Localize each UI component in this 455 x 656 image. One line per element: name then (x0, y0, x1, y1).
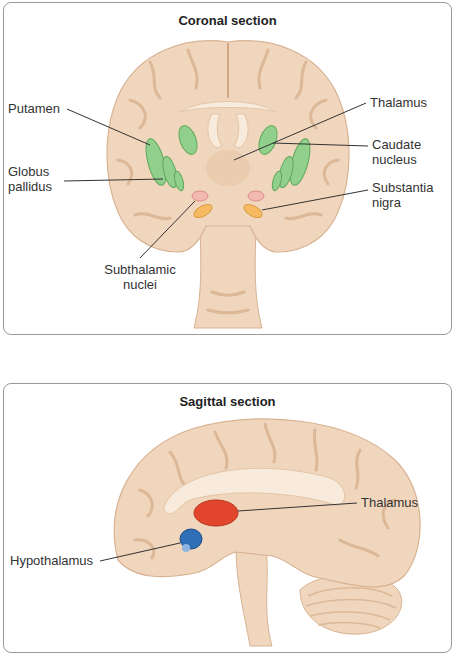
section-panel: Coronal section (3, 2, 452, 335)
part-label: Subthalamic nuclei (92, 262, 188, 292)
section-panel: Sagittal section (3, 383, 452, 653)
cerebrum (107, 41, 349, 252)
basal-ganglia-left (175, 123, 200, 157)
leader-lines (64, 103, 368, 258)
leader-lines (140, 201, 195, 258)
brain-folds (135, 424, 395, 558)
leader-lines (100, 543, 180, 561)
leader-lines (67, 109, 150, 145)
leader-lines (273, 143, 368, 146)
leader-lines (262, 190, 368, 210)
basal-ganglia-right (248, 191, 264, 201)
midline-fissure (227, 43, 229, 98)
basal-ganglia-right (242, 202, 264, 221)
pituitary-dot (182, 544, 190, 552)
thalamus-shape (194, 500, 238, 526)
basal-ganglia-right (255, 123, 280, 157)
part-label: Hypothalamus (10, 553, 93, 568)
basal-ganglia-left (173, 170, 186, 191)
part-label: Putamen (8, 101, 60, 116)
corpus-callosum (164, 468, 345, 514)
panel-heading: Coronal section (4, 13, 451, 28)
sagittal-brain (114, 419, 420, 646)
basal-ganglia-right (271, 170, 284, 191)
cerebrum (114, 419, 420, 587)
basal-ganglia-left (192, 202, 214, 221)
leader-lines (64, 179, 163, 181)
ventricle (208, 114, 248, 148)
corpus-callosum (180, 102, 276, 113)
leader-lines (238, 503, 357, 511)
panel-heading: Sagittal section (4, 394, 451, 409)
leader-lines (100, 503, 357, 561)
part-label: Substantia nigra (372, 180, 448, 210)
part-label: Globus pallidus (8, 164, 70, 194)
basal-ganglia-left (192, 191, 208, 201)
part-label: Caudate nucleus (372, 137, 448, 167)
basal-ganglia-left (142, 123, 214, 220)
leader-lines (234, 103, 366, 160)
part-label: Thalamus (361, 495, 418, 510)
brainstem (236, 548, 272, 646)
cerebellum-folds (306, 588, 396, 628)
basal-ganglia-right (242, 123, 314, 220)
part-label: Thalamus (370, 95, 427, 110)
